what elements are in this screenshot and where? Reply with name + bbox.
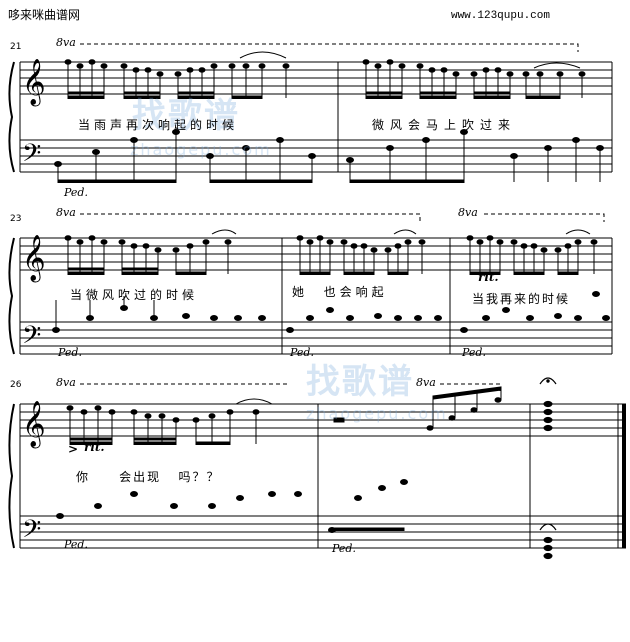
- ottava-marking: 8va: [416, 376, 436, 389]
- site-url[interactable]: www.123qupu.com: [450, 10, 550, 22]
- final-barline: [622, 404, 626, 548]
- watermark-text: 找歌谱: [132, 96, 240, 136]
- tempo-rit: rit.: [84, 440, 105, 454]
- watermark-url-2: zhaogepu.com: [306, 404, 448, 423]
- svg-text:𝄢: 𝄢: [22, 321, 41, 356]
- site-name: 哆来咪曲谱网: [8, 8, 81, 22]
- lyrics-line: 当微风吹过的时候: [70, 288, 199, 302]
- system-2-treble-staff: [20, 237, 612, 271]
- watermark-text-2: 找歌谱: [306, 362, 414, 402]
- slurs: [211, 51, 591, 405]
- system-3-treble-staff: [20, 403, 626, 437]
- pedal-marking: Ped.: [64, 538, 88, 551]
- braces: [8, 61, 15, 549]
- accent-mark: >: [68, 442, 79, 456]
- tempo-rit: rit.: [478, 270, 499, 284]
- svg-text:𝄞: 𝄞: [22, 401, 46, 449]
- watermark-url: zhaogepu.com: [130, 140, 272, 159]
- pedal-marking: Ped.: [290, 346, 314, 359]
- ottava-marking: 8va: [56, 206, 76, 219]
- bass-notes: [52, 129, 610, 560]
- ottava-marking: 8va: [56, 36, 76, 49]
- system-1-treble-staff: [20, 61, 612, 95]
- system-2-bass-staff: [20, 321, 612, 355]
- treble-notes: [64, 59, 598, 445]
- lyrics-line: 当雨声再次响起的时候: [78, 118, 239, 132]
- ottava-marking: 8va: [56, 376, 76, 389]
- svg-text:𝄢: 𝄢: [22, 515, 41, 550]
- pedal-marking: Ped.: [58, 346, 82, 359]
- measure-number: 23: [10, 214, 22, 224]
- half-rest: [333, 417, 345, 423]
- system-3-bass-staff: [20, 515, 626, 549]
- pedal-marking: Ped.: [64, 186, 88, 199]
- lyrics-line: 她 也会响起: [292, 285, 388, 299]
- lyrics-line: 当我再来的时候: [472, 292, 571, 306]
- lyrics-line: 微风会马上吹过来: [372, 118, 517, 132]
- svg-text:𝄢: 𝄢: [22, 139, 41, 174]
- clefs: 𝄞 𝄢 𝄞 𝄢 𝄞 𝄢: [22, 59, 46, 550]
- measure-number: 21: [10, 42, 22, 52]
- ottava-marking: 8va: [458, 206, 478, 219]
- lyrics-line: 你 会出现 吗？？: [76, 470, 221, 484]
- svg-text:𝄞: 𝄞: [22, 235, 46, 283]
- svg-text:𝄞: 𝄞: [22, 59, 46, 107]
- pedal-marking: Ped.: [332, 542, 356, 555]
- pedal-marking: Ped.: [462, 346, 486, 359]
- measure-number: 26: [10, 380, 22, 390]
